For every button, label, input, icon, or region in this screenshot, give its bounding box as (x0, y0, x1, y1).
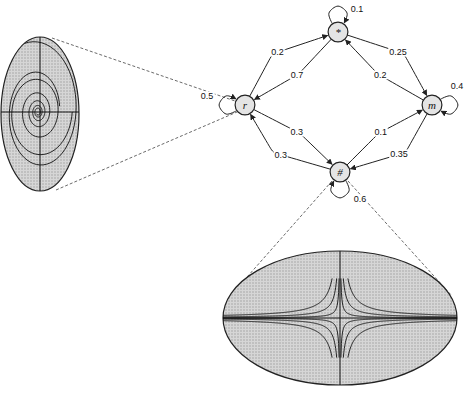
state-circle: * (327, 21, 349, 43)
probability-label: 0.2 (270, 48, 285, 57)
saddle-trajectory (348, 321, 458, 358)
saddle-trajectory (222, 319, 336, 357)
axis-line (340, 251, 341, 385)
saddle-trajectory (343, 319, 458, 357)
probability-label: 0.2 (373, 71, 388, 80)
spiral-portrait (1, 37, 79, 191)
transition-arrow (219, 96, 237, 114)
portrait-ellipse (223, 251, 457, 385)
probability-label: 0.4 (450, 82, 465, 91)
saddle-portrait (222, 251, 458, 385)
probability-label: 0.1 (374, 128, 389, 137)
probability-label: 0.6 (353, 195, 368, 204)
saddle-trajectory (222, 321, 332, 358)
transition-arrow (331, 180, 349, 198)
state-circle: r (234, 94, 256, 116)
transition-arrow (250, 35, 328, 96)
leader-line (52, 38, 235, 101)
saddle-trajectory (222, 278, 336, 316)
portrait-ellipse (1, 37, 79, 191)
saddle-trajectory (222, 318, 339, 357)
saddle-trajectory (341, 318, 458, 357)
state-circle: m (421, 94, 443, 116)
probability-label: 0.5 (200, 92, 215, 101)
saddle-trajectory (341, 278, 458, 317)
probability-label: 0.3 (289, 127, 304, 136)
state-circle: # (329, 161, 351, 183)
probability-label: 0.1 (350, 5, 365, 14)
spiral-trajectory (9, 42, 76, 165)
transition-arrow (254, 39, 331, 99)
transition-arrow (329, 6, 347, 24)
transition-arrow (251, 114, 331, 169)
transition-arrow (347, 35, 426, 95)
spiral-trajectory (12, 79, 72, 154)
saddle-trajectory (343, 278, 458, 316)
state-name: m (428, 100, 436, 111)
saddle-trajectory (222, 278, 332, 315)
transition-arrow (347, 110, 422, 165)
transition-arrow (254, 110, 332, 165)
saddle-trajectory (348, 278, 458, 315)
state-name: * (335, 27, 341, 38)
leader-line (56, 112, 237, 190)
saddle-trajectory (222, 278, 339, 317)
transition-arrow (350, 114, 427, 169)
transition-arrow (346, 40, 424, 100)
state-name: # (337, 167, 343, 178)
probability-label: 0.25 (388, 47, 408, 56)
probability-label: 0.35 (389, 150, 409, 159)
probability-label: 0.3 (273, 150, 288, 159)
state-name: r (243, 100, 247, 111)
probability-label: 0.7 (290, 70, 305, 79)
transition-arrow (440, 96, 458, 114)
